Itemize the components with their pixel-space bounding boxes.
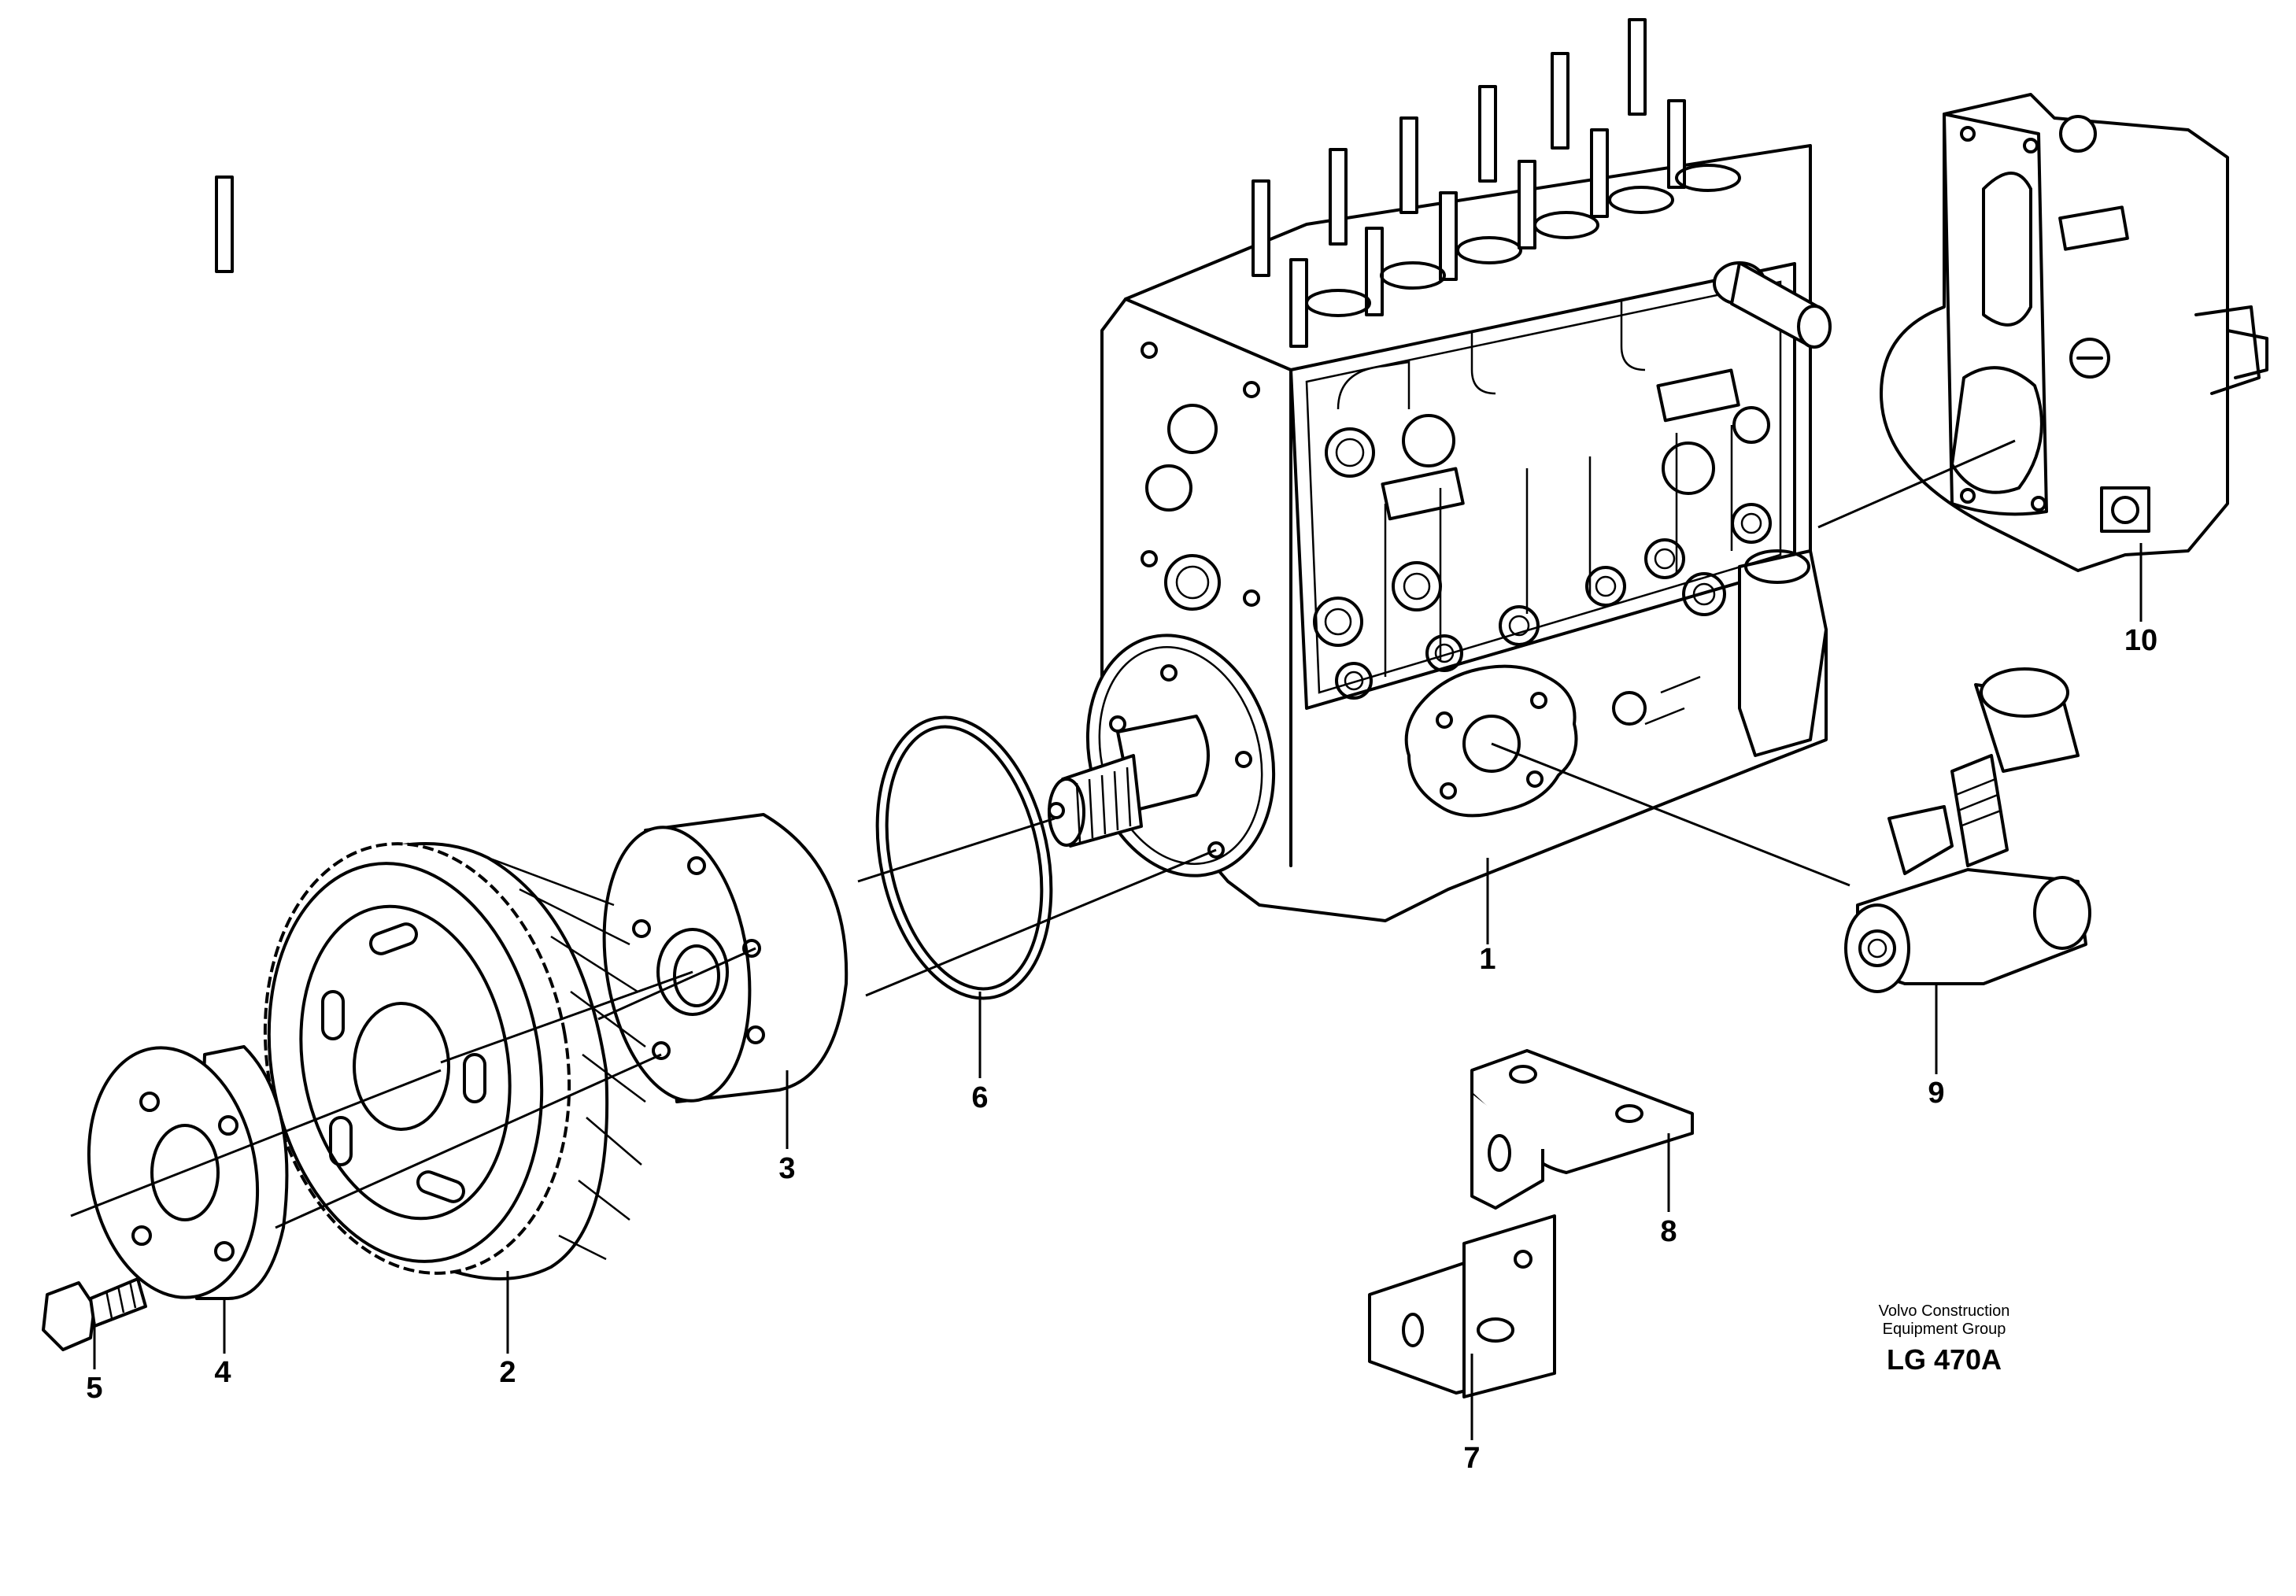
coupling-hub <box>602 813 849 1103</box>
diagram-caption: Volvo Construction Equipment Group LG 47… <box>1826 1302 2062 1376</box>
callout-8: 8 <box>1660 1215 1677 1248</box>
o-ring <box>875 715 1053 1000</box>
caption-company-line1: Volvo Construction <box>1878 1302 2010 1320</box>
feed-pump-mounting-flange <box>1404 664 1578 818</box>
caption-company-line2: Equipment Group <box>1882 1321 2006 1338</box>
drive-gear <box>263 842 646 1280</box>
feed-pump <box>1844 667 2091 993</box>
callout-5: 5 <box>86 1372 103 1405</box>
washer-plate <box>87 1045 289 1300</box>
callout-3: 3 <box>778 1152 796 1185</box>
bracket-7 <box>1368 1214 1556 1398</box>
leader-lines <box>70 439 2143 1440</box>
drive-shaft <box>1048 715 1210 848</box>
callout-4: 4 <box>214 1356 231 1389</box>
caption-drawing-code: LG 470A <box>1886 1343 2002 1376</box>
callout-9: 9 <box>1928 1077 1945 1110</box>
bolt <box>42 1277 147 1351</box>
callout-1: 1 <box>1479 943 1496 976</box>
pump-ports <box>1313 368 1828 757</box>
callout-6: 6 <box>971 1081 989 1114</box>
callout-2: 2 <box>499 1356 516 1389</box>
bracket-8 <box>1470 1049 1694 1210</box>
governor-housing <box>1880 93 2268 572</box>
injection-pump-body <box>215 18 1832 922</box>
callout-10: 10 <box>2124 624 2158 657</box>
pump-studs <box>215 18 1741 348</box>
pump-outlet-pipe <box>1713 261 1832 349</box>
callout-7: 7 <box>1463 1442 1481 1475</box>
